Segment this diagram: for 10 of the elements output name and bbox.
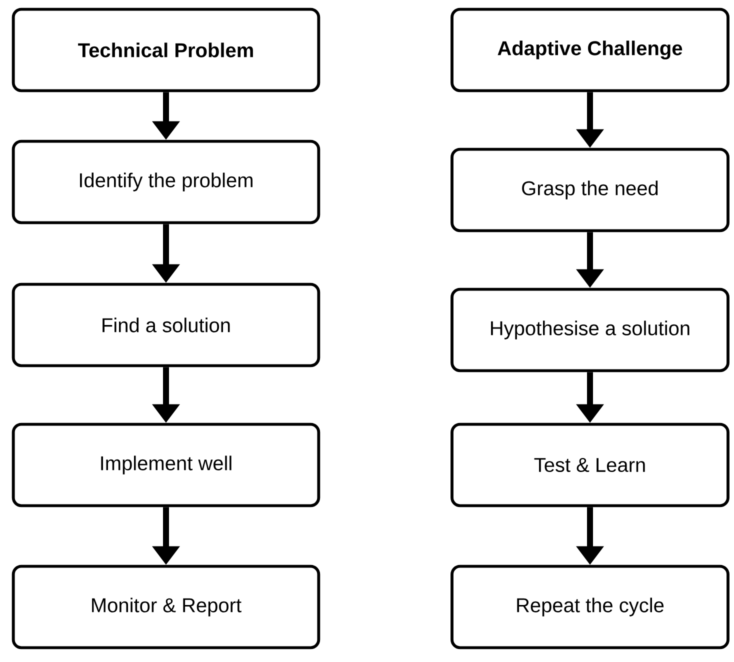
step-box: Hypothesise a solution bbox=[450, 288, 730, 372]
step-box: Grasp the need bbox=[450, 148, 730, 232]
step-box: Test & Learn bbox=[450, 422, 730, 508]
step-box: Find a solution bbox=[12, 282, 320, 368]
heading-box: Technical Problem bbox=[12, 8, 320, 92]
heading-box: Adaptive Challenge bbox=[450, 8, 730, 92]
step-box: Repeat the cycle bbox=[450, 564, 730, 650]
step-box: Monitor & Report bbox=[12, 564, 320, 650]
step-box: Implement well bbox=[12, 422, 320, 508]
step-box: Identify the problem bbox=[12, 140, 320, 224]
